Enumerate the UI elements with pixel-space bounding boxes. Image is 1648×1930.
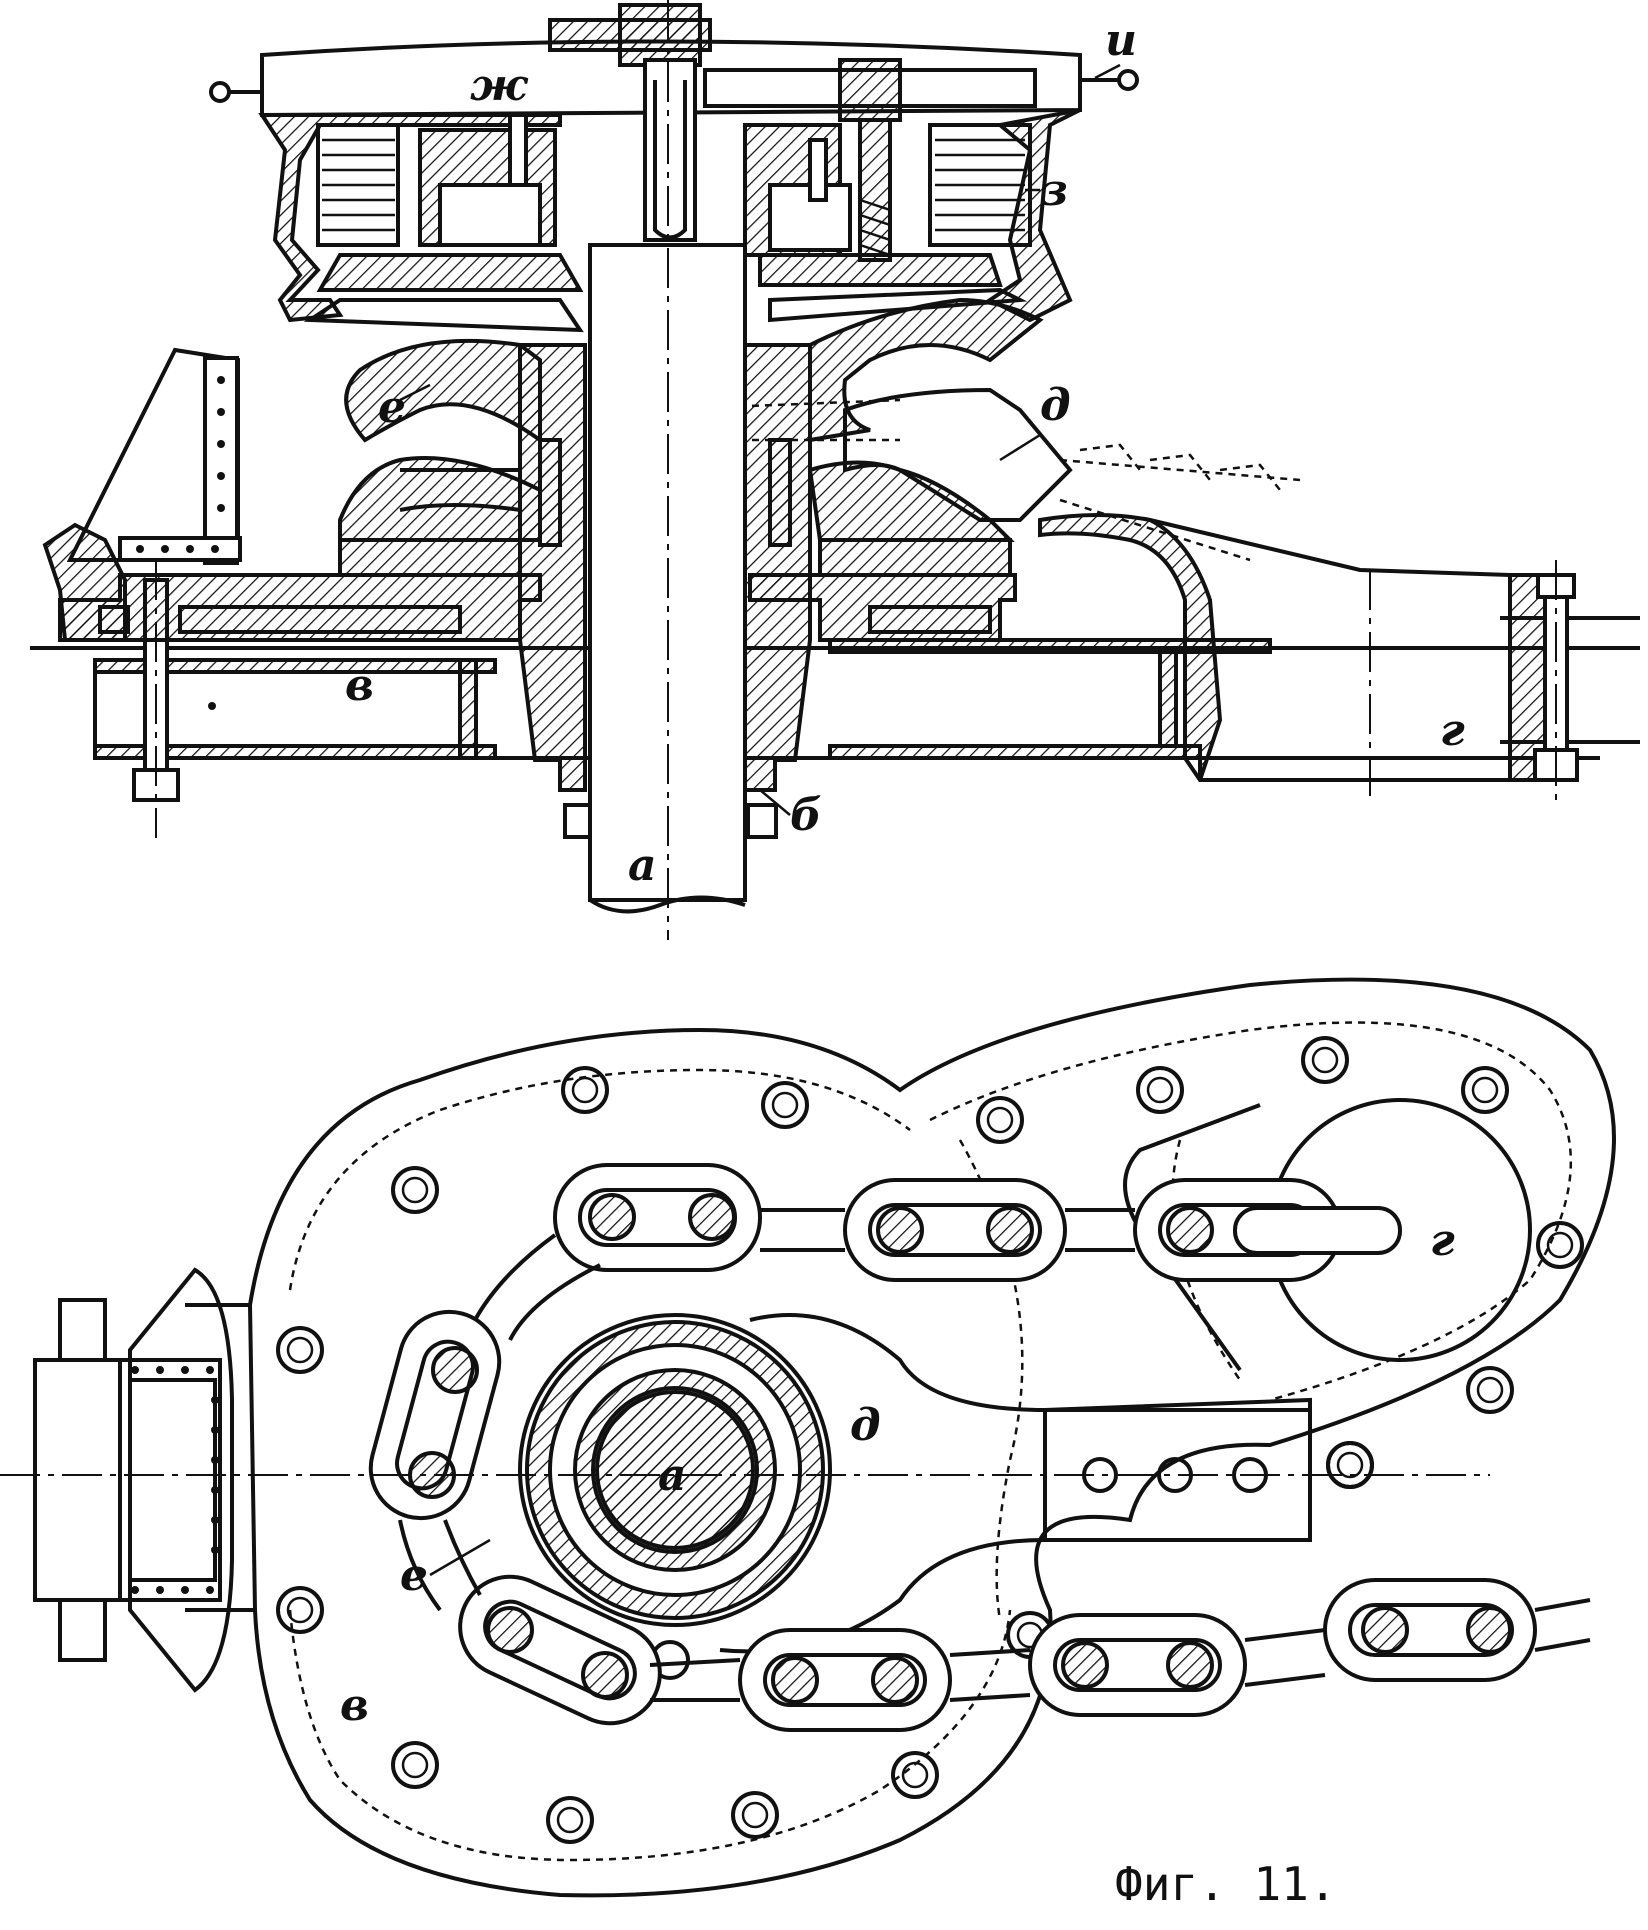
label-z: з	[1040, 165, 1068, 216]
label-a-bottom: a	[658, 1450, 687, 1501]
main-shaft	[588, 0, 747, 940]
label-a-top: a	[628, 840, 657, 891]
base-outline	[247, 977, 1616, 1898]
chain-link	[1323, 1578, 1537, 1682]
figure-caption: Фиг. 11.	[1115, 1857, 1337, 1911]
label-b: б	[790, 790, 822, 841]
label-zh: ж	[470, 60, 529, 111]
chain-link	[1133, 1178, 1402, 1282]
chain-wheel	[518, 1313, 832, 1680]
chain-link	[368, 1309, 502, 1521]
sectional-elevation: a б в г д е ж з и	[30, 0, 1640, 940]
leader-lines	[399, 63, 1121, 816]
label-e-top: е	[378, 382, 406, 433]
bow-fairlead	[33, 1267, 255, 1693]
chain-link	[843, 1178, 1067, 1282]
label-e-bottom: е	[400, 1550, 428, 1601]
plan-view: a г д е в	[0, 977, 1616, 1898]
chain-link	[1028, 1613, 1247, 1717]
chain-link	[553, 1163, 762, 1272]
label-i: и	[1105, 15, 1137, 66]
spring-coils	[322, 138, 1025, 232]
chain-link	[738, 1628, 952, 1732]
anchor-chain	[368, 1163, 1591, 1732]
fairlead-rivets	[131, 1366, 219, 1594]
label-d-bottom: д	[850, 1400, 881, 1451]
base-plate	[58, 538, 1017, 642]
label-g-bottom: г	[1430, 1215, 1455, 1266]
label-v-top: в	[345, 660, 374, 711]
capstan-head	[209, 3, 1139, 333]
label-d-top: д	[1040, 380, 1071, 431]
chain-link	[458, 1574, 662, 1726]
label-g-top: г	[1440, 705, 1465, 756]
hawse-pipe	[1038, 513, 1579, 800]
hub-casting	[518, 343, 812, 839]
deck-frame	[30, 616, 1640, 760]
sprocket-and-guide	[338, 297, 1301, 562]
base-bolts	[276, 1036, 1584, 1844]
label-v-bottom: в	[340, 1680, 369, 1731]
